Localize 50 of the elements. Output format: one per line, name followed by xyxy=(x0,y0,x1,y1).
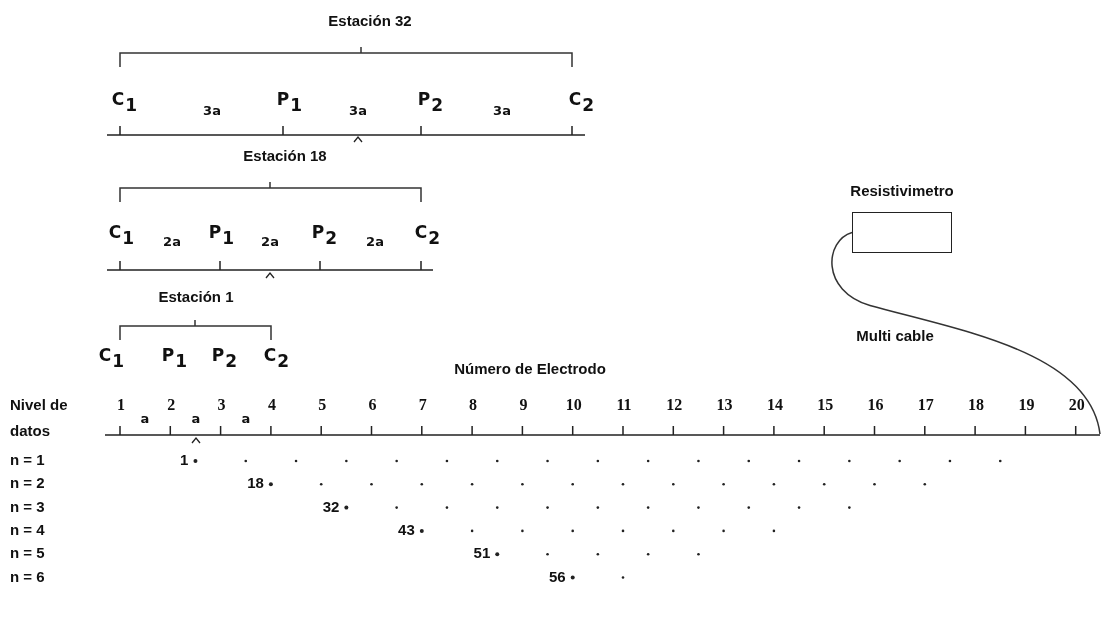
station-title: Estación 1 xyxy=(158,289,234,306)
spacing-label: 3a xyxy=(349,104,367,119)
measurement-number: 51 xyxy=(473,545,491,562)
instrument-label: Resistivimetro xyxy=(850,182,954,199)
cable-line xyxy=(831,231,1101,435)
station-title: Estación 18 xyxy=(243,148,327,165)
electrode-number: 7 xyxy=(418,396,427,414)
electrode-number: 14 xyxy=(766,396,783,414)
measurement-number: 1 xyxy=(180,452,189,469)
level-label: n = 4 xyxy=(10,521,45,539)
spacing-label: 2a xyxy=(366,235,384,250)
electrode-number: 3 xyxy=(217,396,226,414)
electrode-number: 18 xyxy=(968,396,985,414)
level-label: n = 1 xyxy=(10,452,45,469)
electrode-number: 16 xyxy=(867,396,884,414)
measurement-number: 32 xyxy=(322,498,340,516)
spacing-label: a xyxy=(241,412,251,427)
axis-title: Número de Electrodo xyxy=(454,361,606,378)
electrode-number: 6 xyxy=(368,396,377,414)
axis-title: datos xyxy=(10,423,50,440)
measurement-number: 18 xyxy=(247,475,264,492)
spacing-label: a xyxy=(191,412,201,427)
electrode-number: 2 xyxy=(167,396,176,414)
measurement-number: 56 xyxy=(549,568,566,585)
electrode-number: 11 xyxy=(616,396,632,414)
electrode-number: 8 xyxy=(469,396,478,414)
spacing-label: 2a xyxy=(261,235,279,250)
electrode-number: 4 xyxy=(267,396,276,414)
electrode-number: 13 xyxy=(716,396,733,414)
spacing-label: 2a xyxy=(163,235,181,250)
spacing-label: 3a xyxy=(203,104,221,119)
electrode-number: 20 xyxy=(1068,396,1085,414)
measurement-number: 43 xyxy=(398,521,415,539)
electrode-number: 12 xyxy=(666,396,683,414)
electrode-number: 10 xyxy=(565,396,582,414)
level-label: n = 5 xyxy=(10,545,45,562)
electrode-number: 19 xyxy=(1018,396,1035,414)
electrode-number: 1 xyxy=(117,396,125,414)
electrode-line xyxy=(104,425,1101,436)
spacing-label: a xyxy=(140,412,150,427)
spacing-label: 3a xyxy=(493,104,511,119)
level-label: n = 6 xyxy=(10,568,45,585)
level-label: n = 2 xyxy=(10,475,45,492)
axis-title: Nivel de xyxy=(10,397,68,414)
electrode-number: 15 xyxy=(817,396,834,414)
level-label: n = 3 xyxy=(10,498,45,516)
electrode-number: 5 xyxy=(318,396,327,414)
electrode-number: 9 xyxy=(519,396,528,414)
station-title: Estación 32 xyxy=(328,13,412,30)
electrode-number: 17 xyxy=(917,396,934,414)
